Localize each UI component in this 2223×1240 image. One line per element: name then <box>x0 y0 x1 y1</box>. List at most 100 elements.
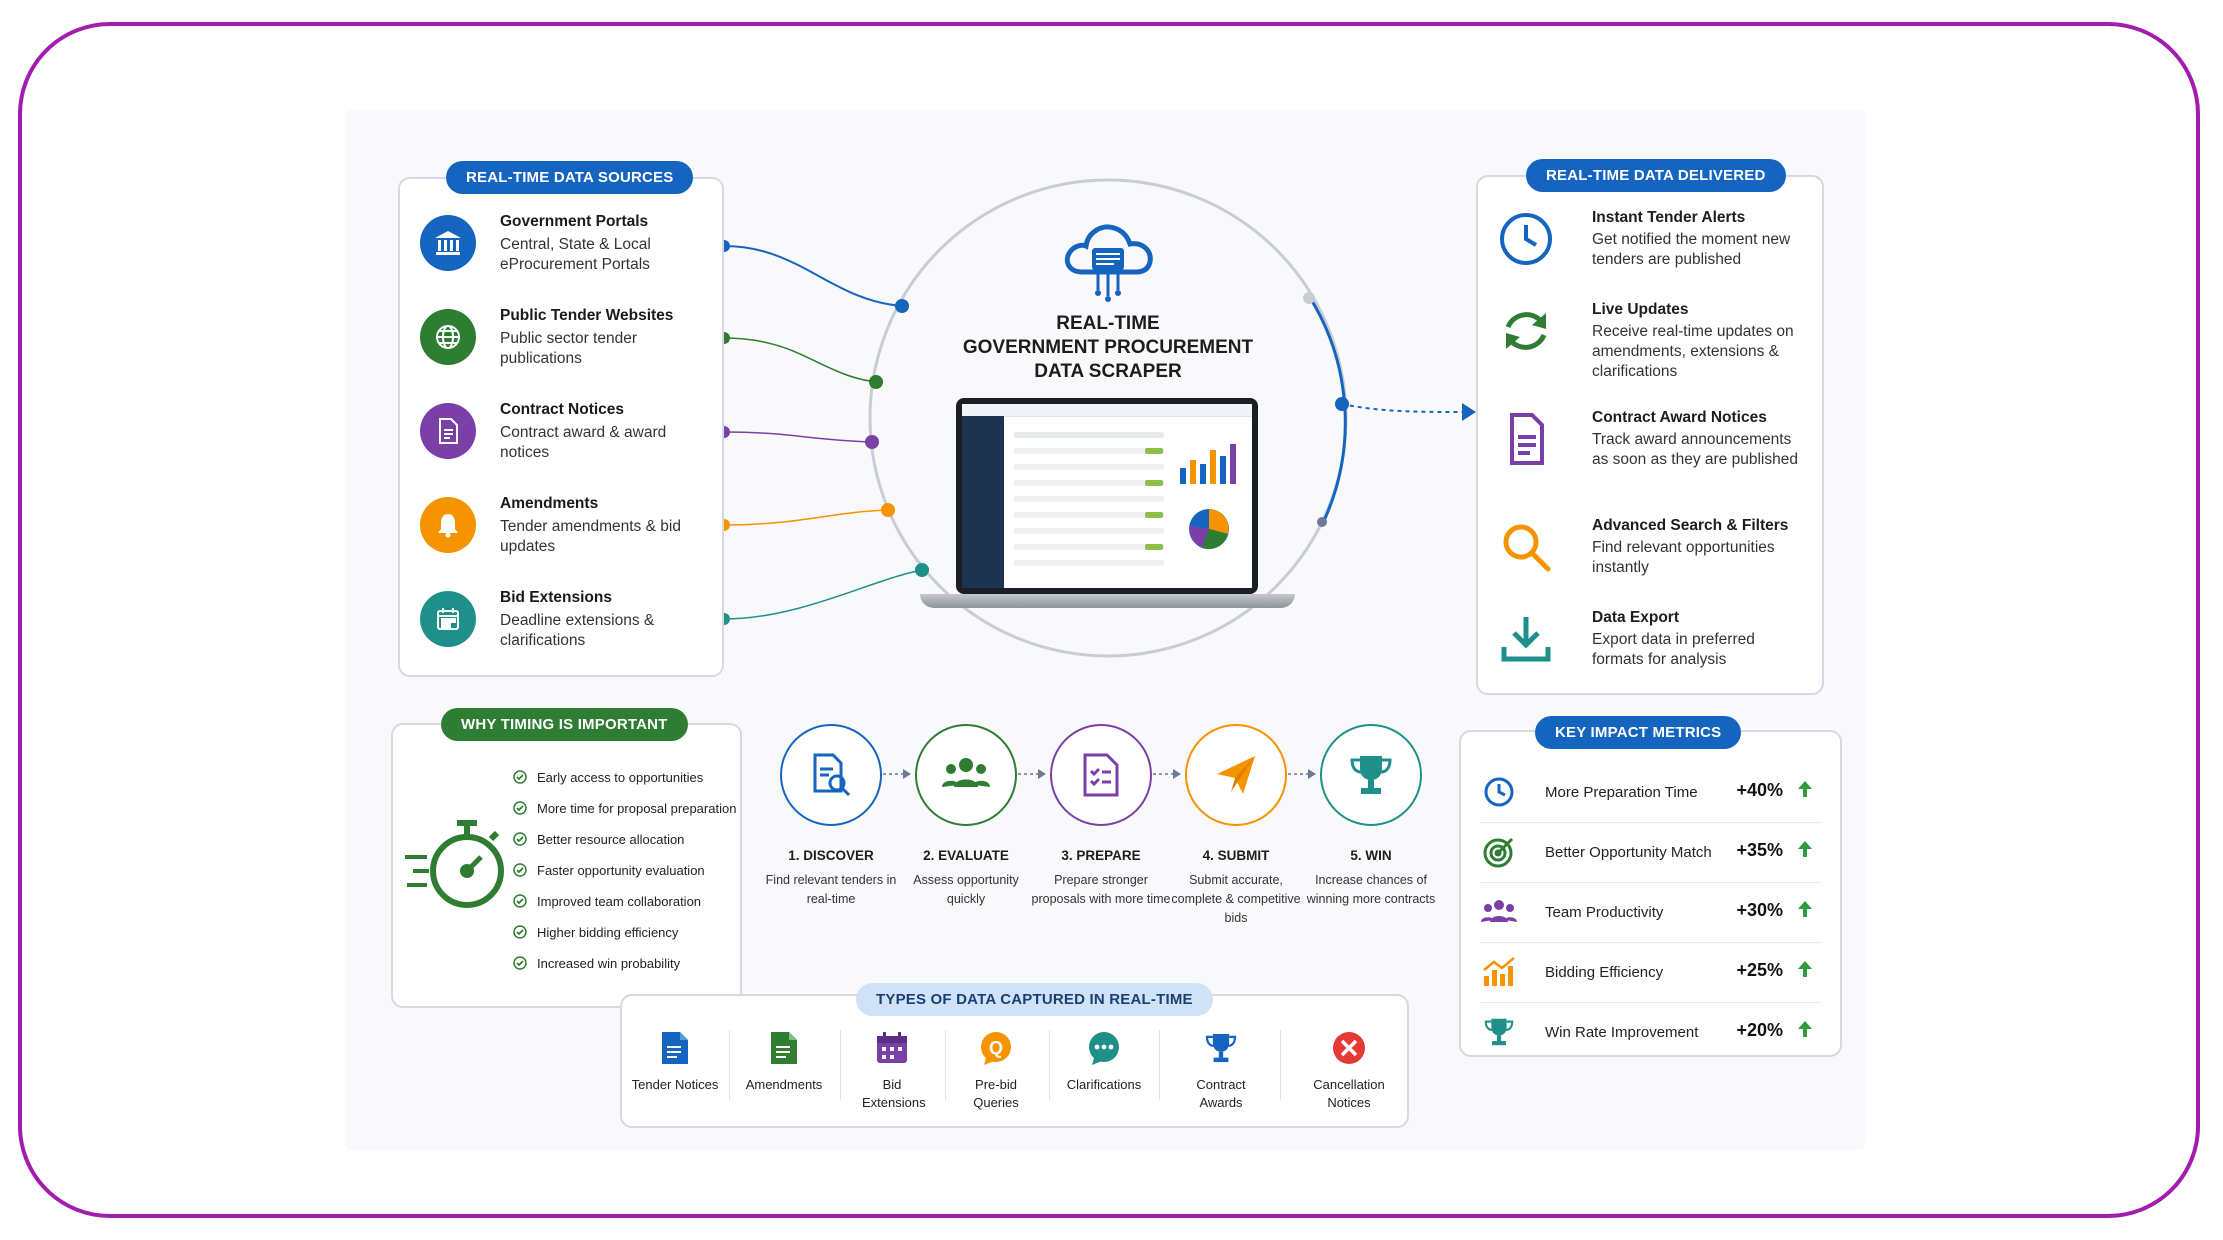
type-label: Pre-bid Queries <box>973 1077 1019 1110</box>
step-title: 3. PREPARE <box>1061 848 1141 863</box>
download-icon <box>1496 609 1556 669</box>
document-icon <box>420 403 476 459</box>
target-icon <box>1481 836 1517 868</box>
check-circle-icon <box>513 801 527 818</box>
type-label: Tender Notices <box>631 1077 719 1092</box>
timing-item-label: Increased win probability <box>537 956 681 971</box>
divider <box>945 1030 946 1100</box>
step-win: 5. WIN Increase chances of winning more … <box>1301 724 1441 909</box>
timing-card: Early access to opportunities More time … <box>391 723 742 1008</box>
type-cancellation-notices: Cancellation Notices <box>1299 1028 1399 1112</box>
chat-icon <box>1054 1028 1154 1068</box>
delivered-desc: Export data in preferred formats for ana… <box>1592 631 1755 668</box>
data-sources-card: Government Portals Central, State & Loca… <box>398 177 724 677</box>
source-desc: Deadline extensions & clarifications <box>500 612 655 649</box>
laptop-base <box>920 594 1295 608</box>
timing-item-label: Early access to opportunities <box>537 770 704 785</box>
cancel-icon <box>1299 1028 1399 1068</box>
metric-label: Team Productivity <box>1545 904 1664 921</box>
type-label: Contract Awards <box>1196 1077 1246 1110</box>
data-delivered-badge: REAL-TIME DATA DELIVERED <box>1526 159 1786 192</box>
check-circle-icon <box>513 832 527 849</box>
arrow-up-icon <box>1797 840 1813 863</box>
metric-label: Win Rate Improvement <box>1545 1024 1699 1041</box>
source-desc: Public sector tender publications <box>500 330 637 367</box>
source-title: Government Portals <box>500 213 649 230</box>
data-delivered-card: Instant Tender Alerts Get notified the m… <box>1476 175 1824 695</box>
type-clarifications: Clarifications <box>1054 1028 1154 1094</box>
timing-item-label: Higher bidding efficiency <box>537 925 679 940</box>
growth-chart-icon <box>1481 956 1517 988</box>
svg-text:Q: Q <box>989 1038 1003 1058</box>
source-item-government-portals: Government Portals Central, State & Loca… <box>420 213 720 295</box>
type-label: Cancellation Notices <box>1313 1077 1385 1110</box>
center-title: REAL-TIME GOVERNMENT PROCUREMENT DATA SC… <box>958 312 1258 384</box>
metrics-card: More Preparation Time +40% Better Opport… <box>1459 730 1842 1057</box>
document-icon <box>1496 409 1556 469</box>
globe-icon <box>420 309 476 365</box>
step-evaluate: 2. EVALUATE Assess opportunity quickly <box>896 724 1036 909</box>
laptop-sidebar <box>962 416 1004 588</box>
question-icon: Q <box>946 1028 1046 1068</box>
source-item-public-tender-websites: Public Tender Websites Public sector ten… <box>420 307 720 389</box>
timing-item-label: Faster opportunity evaluation <box>537 863 705 878</box>
bell-icon <box>420 497 476 553</box>
divider <box>729 1030 730 1100</box>
delivered-title: Instant Tender Alerts <box>1592 209 1746 226</box>
step-title: 2. EVALUATE <box>923 848 1009 863</box>
type-tender-notices: Tender Notices <box>625 1028 725 1094</box>
source-title: Bid Extensions <box>500 589 612 606</box>
metric-value: +30% <box>1736 900 1783 920</box>
document-icon <box>734 1028 834 1068</box>
check-circle-icon <box>513 894 527 911</box>
timing-badge: WHY TIMING IS IMPORTANT <box>441 708 688 741</box>
metric-label: More Preparation Time <box>1545 784 1698 801</box>
data-types-card: Tender Notices Amendments Bid Extensions… <box>620 994 1409 1128</box>
delivered-title: Contract Award Notices <box>1592 409 1767 426</box>
calendar-icon <box>842 1028 942 1068</box>
team-icon <box>915 724 1017 826</box>
clock-icon <box>1496 209 1556 269</box>
outer-frame <box>18 22 2200 1218</box>
trophy-icon <box>1320 724 1422 826</box>
step-desc: Submit accurate, complete & competitive … <box>1171 873 1301 925</box>
delivered-title: Live Updates <box>1592 301 1689 318</box>
type-contract-awards: Contract Awards <box>1171 1028 1271 1112</box>
document-icon <box>625 1028 725 1068</box>
source-item-contract-notices: Contract Notices Contract award & award … <box>420 401 720 483</box>
stopwatch-icon <box>403 813 513 923</box>
source-item-amendments: Amendments Tender amendments & bid updat… <box>420 495 720 577</box>
step-desc: Assess opportunity quickly <box>913 873 1019 906</box>
laptop-illustration <box>920 398 1295 628</box>
type-label: Clarifications <box>1066 1077 1142 1092</box>
checklist-icon <box>1050 724 1152 826</box>
metric-value: +35% <box>1736 840 1783 860</box>
check-circle-icon <box>513 863 527 880</box>
metric-value: +40% <box>1736 780 1783 800</box>
arrow-up-icon <box>1797 1020 1813 1043</box>
divider <box>1159 1030 1160 1100</box>
trophy-icon <box>1171 1028 1271 1068</box>
source-desc: Contract award & award notices <box>500 424 667 461</box>
step-title: 5. WIN <box>1350 848 1392 863</box>
timing-item: Increased win probability <box>513 956 680 973</box>
type-amendments: Amendments <box>734 1028 834 1094</box>
type-label: Amendments <box>745 1077 823 1092</box>
bank-icon <box>420 215 476 271</box>
delivered-desc: Receive real-time updates on amendments,… <box>1592 323 1794 380</box>
delivered-desc: Track award announcements as soon as the… <box>1592 431 1798 468</box>
type-bid-extensions: Bid Extensions <box>842 1028 942 1112</box>
metric-row: Better Opportunity Match +35% <box>1481 822 1821 883</box>
delivered-desc: Find relevant opportunities instantly <box>1592 539 1775 576</box>
step-desc: Prepare stronger proposals with more tim… <box>1031 873 1171 906</box>
center-title-line3: DATA SCRAPER <box>1034 361 1182 382</box>
refresh-icon <box>1496 301 1556 361</box>
step-prepare: 3. PREPARE Prepare stronger proposals wi… <box>1031 724 1171 909</box>
search-icon <box>1496 517 1556 577</box>
timing-item: Better resource allocation <box>513 832 684 849</box>
laptop-pie-chart <box>1189 509 1229 550</box>
source-title: Contract Notices <box>500 401 625 418</box>
metric-label: Bidding Efficiency <box>1545 964 1664 981</box>
delivered-title: Advanced Search & Filters <box>1592 517 1789 534</box>
step-desc: Find relevant tenders in real-time <box>765 873 897 906</box>
